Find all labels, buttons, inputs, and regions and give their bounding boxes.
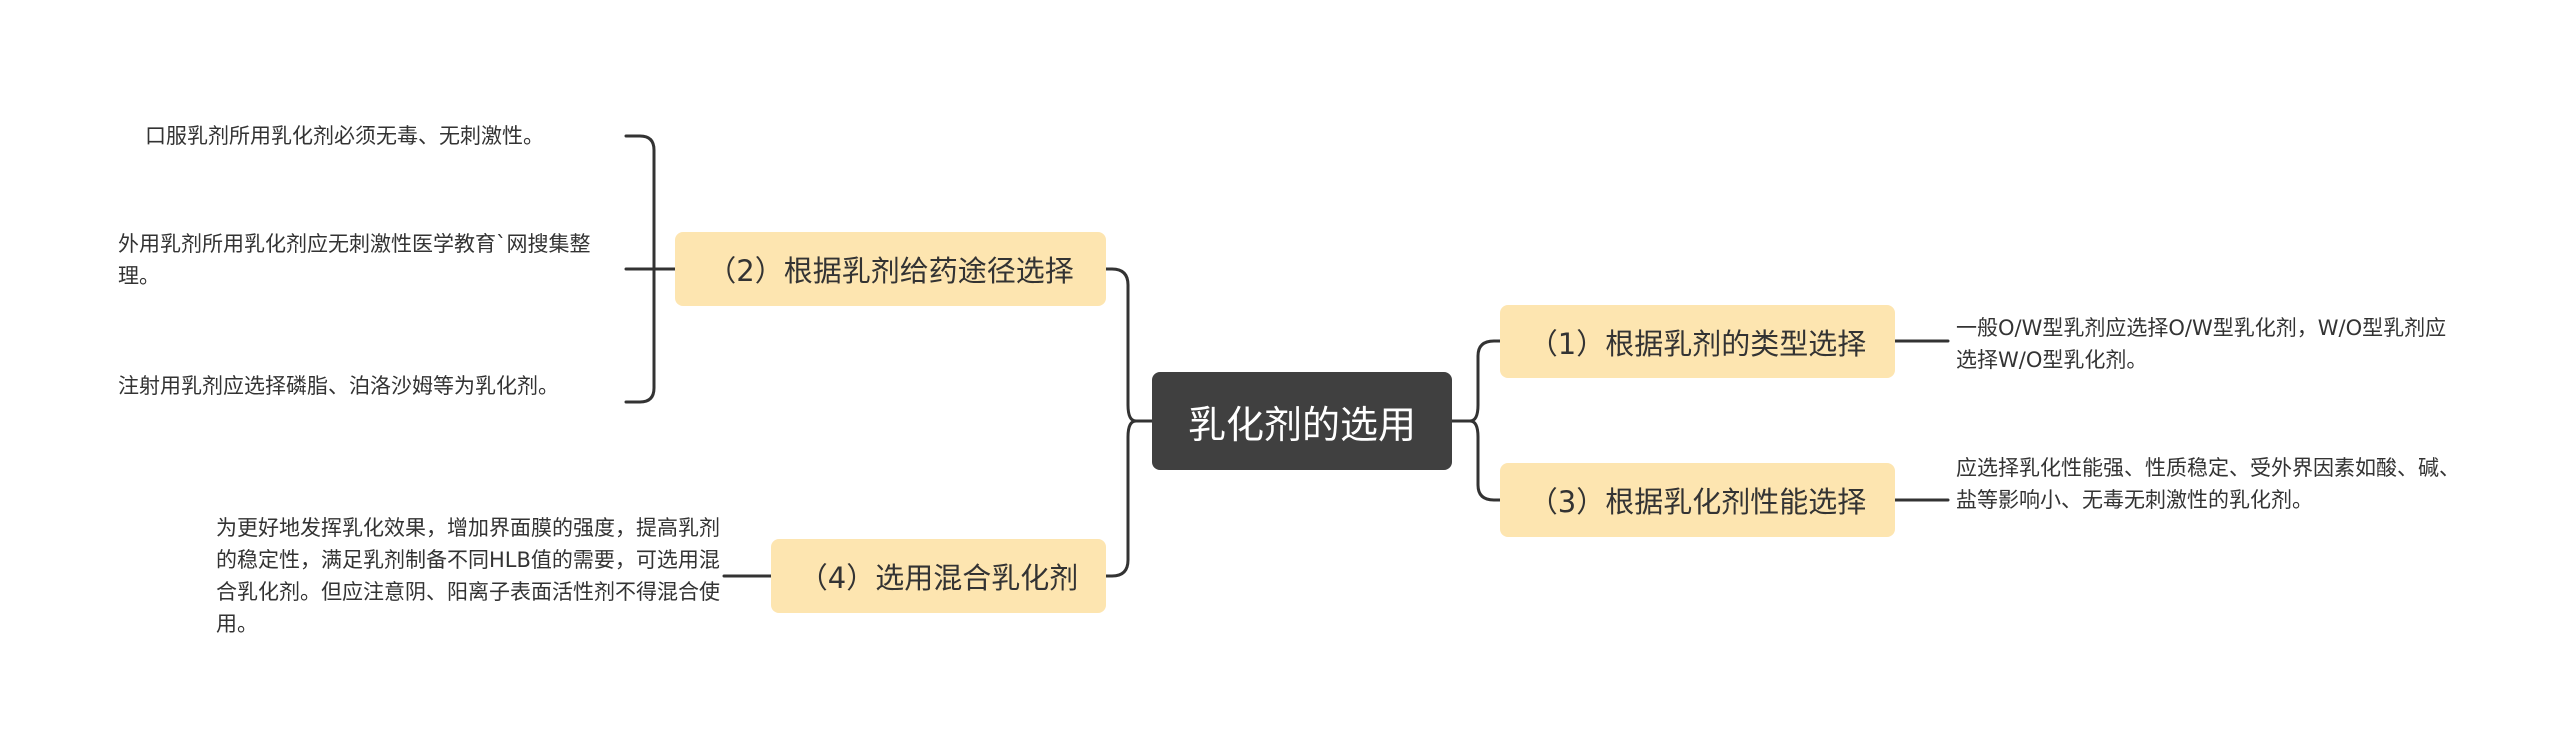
leaf-b3-1[interactable]: 应选择乳化性能强、性质稳定、受外界因素如酸、碱、盐等影响小、无毒无刺激性的乳化剂… [1956, 456, 2460, 512]
branch-node-2[interactable]: （2）根据乳剂给药途径选择 [675, 232, 1106, 306]
branch-label-3: （3）根据乳化剂性能选择 [1528, 485, 1867, 519]
root-node[interactable]: 乳化剂的选用 [1152, 372, 1452, 470]
connector-root-b4 [1104, 419, 1154, 578]
leaf-b1-1[interactable]: 一般O/W型乳剂应选择O/W型乳化剂，W/O型乳剂应选择W/O型乳化剂。 [1956, 316, 2447, 372]
connector-root-b3 [1450, 419, 1502, 502]
connector-root-b1 [1450, 339, 1502, 423]
connector-b2-leaf1 [624, 134, 656, 271]
branch-label-1: （1）根据乳剂的类型选择 [1528, 326, 1867, 361]
branch-node-3[interactable]: （3）根据乳化剂性能选择 [1500, 463, 1895, 537]
branch-label-2: （2）根据乳剂给药途径选择 [707, 254, 1074, 288]
leaf-b2-2[interactable]: 外用乳剂所用乳化剂应无刺激性医学教育`网搜集整理。 [118, 232, 591, 288]
branch-node-4[interactable]: （4）选用混合乳化剂 [771, 539, 1106, 613]
branch-node-1[interactable]: （1）根据乳剂的类型选择 [1500, 305, 1895, 378]
connector-root-b2 [1104, 267, 1154, 423]
leaf-b2-1[interactable]: 口服乳剂所用乳化剂必须无毒、无刺激性。 [145, 124, 544, 148]
connector-b2-leaf3 [624, 267, 656, 404]
branch-label-4: （4）选用混合乳化剂 [798, 561, 1079, 595]
root-label: 乳化剂的选用 [1187, 402, 1416, 447]
leaf-b2-3[interactable]: 注射用乳剂应选择磷脂、泊洛沙姆等为乳化剂。 [118, 374, 559, 398]
leaf-b4-1[interactable]: 为更好地发挥乳化效果，增加界面膜的强度，提高乳剂的稳定性，满足乳剂制备不同HLB… [216, 516, 720, 636]
